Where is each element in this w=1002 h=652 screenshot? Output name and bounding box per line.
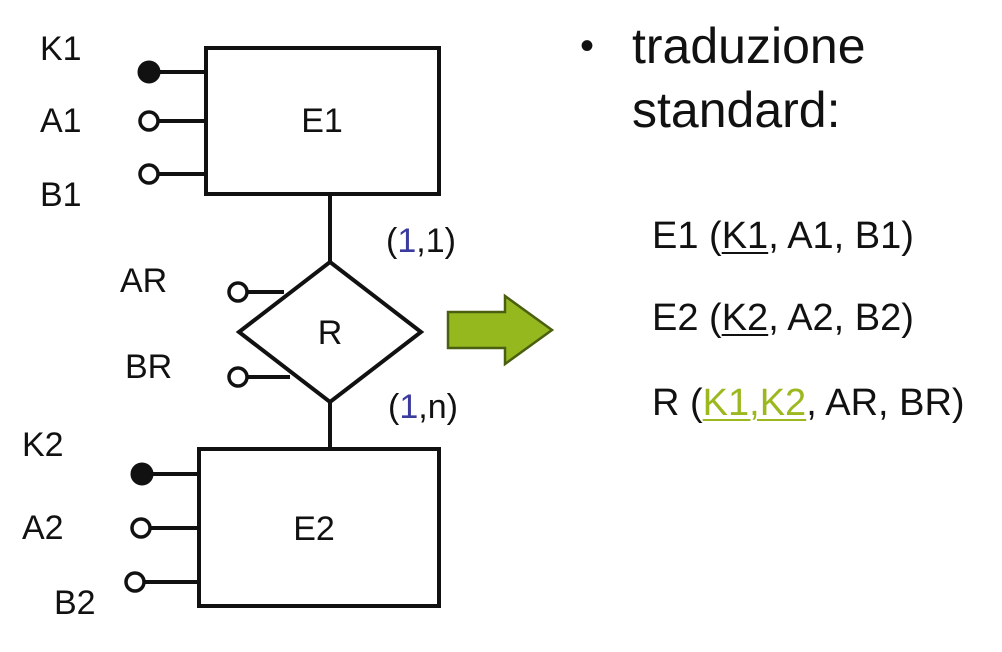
attribute-k2-label: K2	[22, 426, 64, 464]
entity-e2: E2	[197, 447, 441, 608]
attribute-a2-label: A2	[22, 509, 64, 547]
attribute-b2-label: B2	[54, 584, 96, 622]
attribute-b1-label: B1	[40, 176, 82, 214]
attribute-dot	[227, 366, 249, 388]
schema-r: R (K1,K2, AR, BR)	[652, 381, 965, 425]
schema-e2-key: K2	[721, 297, 769, 339]
schema-r-rest: , AR, BR)	[806, 382, 965, 424]
entity-e1: E1	[204, 46, 441, 196]
attribute-a2: A2	[22, 509, 199, 547]
bullet-item: • traduzione standard:	[580, 14, 1000, 142]
key-attribute-dot	[137, 60, 161, 84]
schema-r-open: (	[679, 382, 703, 424]
schema-e2: E2 (K2, A2, B2)	[652, 296, 914, 340]
schema-r-foreign-key: K1,K2	[702, 382, 807, 424]
attribute-br: BR	[125, 348, 290, 388]
schema-e1-open: (	[698, 215, 722, 257]
bullet-title-line1: traduzione	[632, 18, 866, 74]
attribute-dot	[130, 517, 152, 539]
attribute-k2: K2	[22, 426, 199, 486]
bullet-title: traduzione standard:	[632, 14, 866, 142]
schema-e1-name: E1	[652, 215, 699, 257]
er-diagram: E1 K1 A1 B1 (1,1) R AR	[22, 30, 555, 622]
attribute-br-label: BR	[125, 348, 172, 386]
schema-e2-rest: , A2, B2)	[768, 297, 914, 339]
attribute-ar: AR	[120, 262, 284, 303]
schema-e1: E1 (K1, A1, B1)	[652, 214, 914, 258]
schema-e2-name: E2	[652, 297, 699, 339]
attribute-dot	[227, 281, 249, 303]
schema-r-name: R	[652, 382, 680, 424]
bullet-icon: •	[580, 24, 595, 68]
attribute-ar-label: AR	[120, 262, 167, 300]
schema-e2-open: (	[698, 297, 722, 339]
entity-e2-label: E2	[293, 510, 335, 548]
bullet-title-line2: standard:	[632, 82, 841, 138]
bullet-block: • traduzione standard:	[580, 14, 1000, 142]
attribute-a1-label: A1	[40, 102, 82, 140]
attribute-b1: B1	[40, 163, 206, 214]
cardinality-top: (1,1)	[386, 222, 456, 260]
key-attribute-dot	[130, 462, 154, 486]
schema-e1-key: K1	[721, 215, 769, 257]
arrow-shape	[446, 293, 555, 367]
attribute-dot	[138, 110, 160, 132]
attribute-dot	[124, 571, 146, 593]
entity-e1-label: E1	[301, 102, 343, 140]
relationship-r-label: R	[318, 314, 343, 352]
relationship-r: R	[235, 259, 425, 405]
attribute-k1-label: K1	[40, 30, 82, 68]
schema-e1-rest: , A1, B1)	[768, 215, 914, 257]
attribute-a1: A1	[40, 102, 206, 140]
arrow-icon	[446, 293, 555, 367]
attribute-dot	[138, 163, 160, 185]
attribute-k1: K1	[40, 30, 206, 84]
attribute-b2: B2	[54, 571, 199, 622]
cardinality-bottom: (1,n)	[388, 388, 458, 426]
